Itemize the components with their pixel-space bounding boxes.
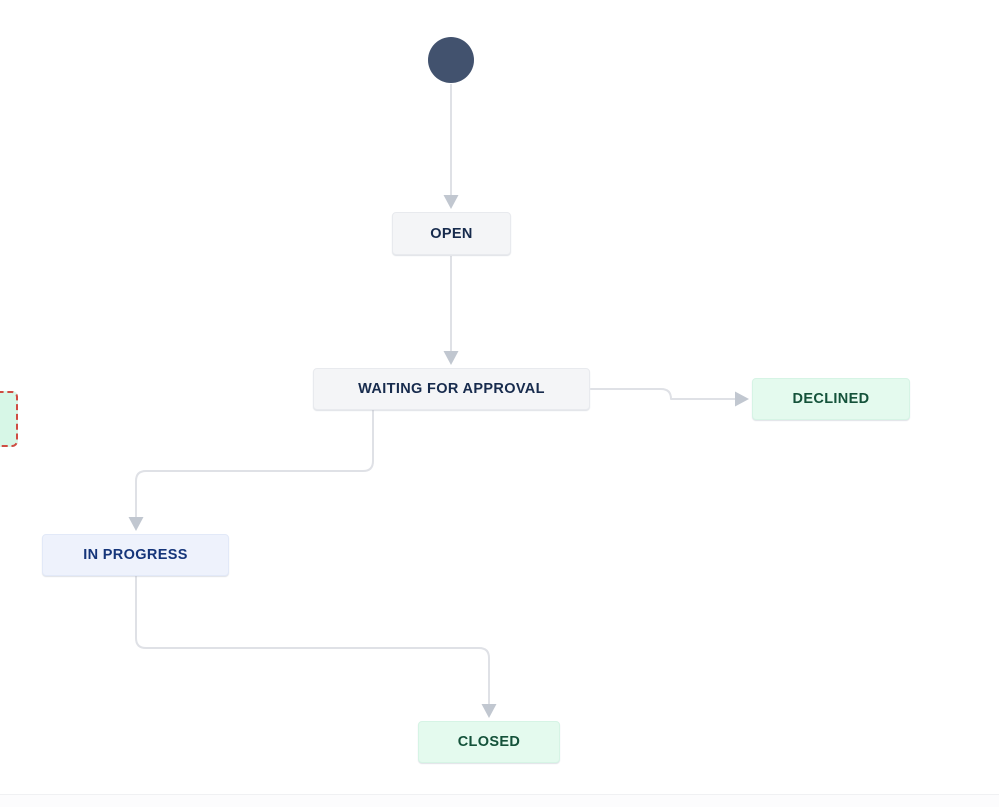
bottom-divider — [0, 794, 999, 795]
node-declined-label: DECLINED — [792, 391, 870, 407]
node-in-progress[interactable]: IN PROGRESS — [42, 534, 229, 576]
node-waiting-for-approval-label: WAITING FOR APPROVAL — [358, 381, 545, 397]
node-closed[interactable]: CLOSED — [418, 721, 560, 763]
node-clipped-selected[interactable] — [0, 391, 18, 447]
edge-waiting-to-in-progress — [128, 410, 374, 531]
start-node[interactable] — [428, 37, 474, 83]
node-open-label: OPEN — [430, 225, 473, 242]
node-in-progress-label: IN PROGRESS — [83, 547, 188, 563]
bottom-strip — [0, 795, 999, 807]
node-closed-label: CLOSED — [457, 734, 521, 750]
node-open[interactable]: OPEN — [392, 212, 511, 255]
node-declined[interactable]: DECLINED — [752, 378, 910, 420]
edge-waiting-to-declined — [590, 388, 749, 407]
node-waiting-for-approval[interactable]: WAITING FOR APPROVAL — [313, 368, 590, 410]
edge-in-progress-to-closed — [135, 576, 497, 718]
edge-start-to-open — [443, 84, 459, 209]
edge-open-to-waiting — [443, 256, 459, 365]
